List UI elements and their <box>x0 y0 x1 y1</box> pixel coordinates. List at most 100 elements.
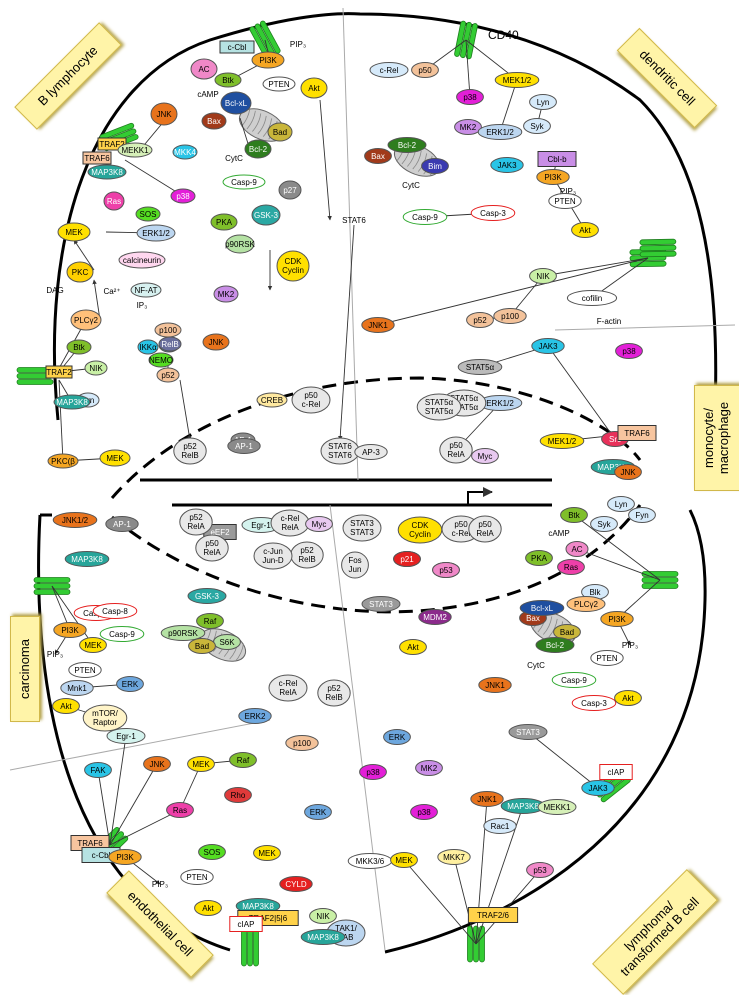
node-lyn-l: Lyn <box>607 496 635 512</box>
node-cyld-e: CYLD <box>279 876 313 892</box>
node-mkk7-l: MKK7 <box>437 849 471 865</box>
node-label: Raf <box>204 617 217 626</box>
node-label: p100 <box>293 739 311 748</box>
node-mek12-d: MEK1/2 <box>494 72 540 88</box>
node-label: MAP3K8 <box>71 555 103 564</box>
node-p100-e: p100 <box>285 735 319 751</box>
node-label: Syk <box>530 122 544 131</box>
label-carcinoma: carcinoma <box>10 616 40 722</box>
node-casp9-d: Casp-9 <box>402 209 448 225</box>
node-label: Ca²⁺ <box>103 287 120 296</box>
node-label: Btk <box>73 343 86 352</box>
node-label: S6K <box>219 638 235 647</box>
node-label: NEMO <box>149 356 173 365</box>
node-label: Casp-9 <box>561 676 587 685</box>
node-map3k8-e: MAP3K8 <box>235 898 281 914</box>
divider-bottom-mid <box>329 504 386 951</box>
divider-bottom-left <box>9 719 271 771</box>
node-label: MKK4 <box>174 148 196 157</box>
node-label: calcineurin <box>123 256 161 265</box>
node-label: p90RSK <box>168 629 198 638</box>
node-label: cAMP <box>548 529 569 538</box>
node-bcl2-l: Bcl-2 <box>535 637 575 653</box>
node-label: MEK <box>258 849 276 858</box>
node-pi3k-c: PI3K <box>53 622 87 638</box>
node-nik-b: NIK <box>84 360 108 376</box>
node-label: PKC <box>72 268 89 277</box>
node-label: p100 <box>501 312 519 321</box>
node-label: Bcl-xL <box>225 99 248 108</box>
node-label: TRAF6 <box>77 839 103 848</box>
node-ap3-n: AP-3 <box>354 444 388 460</box>
transcription-start-arrow <box>467 487 493 505</box>
node-label: MAP3K8 <box>507 802 539 811</box>
node-label: MK2 <box>218 290 235 299</box>
node-crel-d: c-Rel <box>369 62 409 78</box>
signal-arrow <box>109 735 128 846</box>
node-label: TRAF6 <box>624 429 650 438</box>
node-label: Akt <box>407 643 419 652</box>
node-label: ERK2 <box>245 712 266 721</box>
node-label: p21 <box>400 555 414 564</box>
node-label: Casp-9 <box>109 630 135 639</box>
node-traf2b-b: TRAF2 <box>45 365 73 379</box>
node-pka-b: PKA <box>210 213 238 231</box>
node-label: Egr-1 <box>251 521 271 530</box>
node-label: MEK1/2 <box>503 76 532 85</box>
node-p53-c: p53 <box>432 562 460 578</box>
node-pten-e: PTEN <box>180 869 214 885</box>
node-label: TAK1/TAB <box>335 924 357 942</box>
node-label: MEK <box>106 454 124 463</box>
node-map3k8b-b: MAP3K8 <box>53 394 91 410</box>
node-label: PIP₃ <box>47 650 63 659</box>
node-label: MEK <box>192 760 210 769</box>
node-label: NIK <box>536 272 550 281</box>
node-mek-e: MEK <box>187 756 215 772</box>
signal-arrow <box>179 379 192 441</box>
node-label: MAP3K8 <box>91 168 123 177</box>
node-label: MEKK1 <box>121 146 149 155</box>
bottom-nucleus-envelope <box>111 504 642 614</box>
node-label: AP-1 <box>235 442 253 451</box>
node-label: cIAP <box>608 768 625 777</box>
node-label: p38 <box>366 768 380 777</box>
label-monocyte-text: monocyte/ macrophage <box>701 401 731 475</box>
node-label: SOS <box>140 210 157 219</box>
node-ac-l: AC <box>565 541 589 557</box>
node-stat5a-m: STAT5α <box>457 359 503 375</box>
node-label: GSK-3 <box>254 211 279 220</box>
node-btk-l: Btk <box>560 507 588 523</box>
node-pten-l: PTEN <box>590 650 624 666</box>
node-mek-c: MEK <box>79 637 107 653</box>
node-label: MKK3/6 <box>356 857 385 866</box>
node-label: cIAP <box>238 920 255 929</box>
node-p53b-l: p53 <box>526 862 554 878</box>
node-label: p50 <box>418 66 432 75</box>
node-label: p38 <box>176 192 190 201</box>
node-label: TRAF2 <box>46 368 72 377</box>
node-cytc-d: CytC <box>402 181 420 190</box>
node-bad-b: Bad <box>267 122 293 142</box>
node-p90-c: p90RSK <box>160 625 206 641</box>
node-label: Btk <box>568 511 581 520</box>
node-label: IKKα <box>139 343 157 352</box>
node-pi3k-d: PI3K <box>536 169 570 185</box>
node-p27-b: p27 <box>278 180 302 200</box>
node-label: Lyn <box>537 98 550 107</box>
node-nemo-b: NEMO <box>148 352 174 368</box>
node-label: mTOR/Raptor <box>92 709 118 727</box>
node-label: Ras <box>173 806 187 815</box>
node-erk-e: ERK <box>304 804 332 820</box>
node-mdm2-l: MDM2 <box>418 609 452 625</box>
node-creb-b: CREB <box>256 392 288 408</box>
node-cblb-d: Cbl-b <box>537 151 577 167</box>
node-p38-e: p38 <box>359 764 387 780</box>
node-label: RelB <box>161 340 178 349</box>
node-jak3-m: JAK3 <box>531 338 565 354</box>
node-factin-d: F-actin <box>597 317 621 326</box>
